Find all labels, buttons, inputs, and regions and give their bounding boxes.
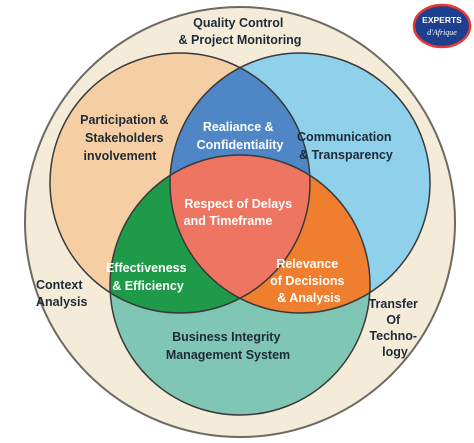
svg-text:Transfer Of Techno-: Transfer Of Techno- logy [369,297,422,359]
svg-text:Participation & Stakeholde: Participation & Stakeholders involvement [80,113,172,163]
transfer-technology-label-1: Transfer [369,297,418,311]
svg-text:Business Integrity Managem: Business Integrity Management System [166,330,290,362]
svg-text:Realiance & Confidentialit: Realiance & Confidentiality [197,120,284,152]
svg-text:Effectiveness & Efficiency: Effectiveness & Efficiency [106,261,190,293]
relevance-label-1: Relevance [276,257,338,271]
transfer-technology-label-4: logy [382,345,408,359]
context-analysis-label-2: Analysis [36,295,87,309]
logo-text-top: EXPERTS [422,15,462,25]
svg-text:Respect of Delays and Time: Respect of Delays and Timeframe [184,197,296,228]
context-analysis-label-1: Context [36,278,83,292]
relevance-label-2: of Decisions [270,274,344,288]
transfer-technology-label-3: Techno- [369,329,417,343]
quality-control-label-2: & Project Monitoring [179,33,302,47]
participation-label-2: Stakeholders [85,131,164,145]
business-integrity-label-1: Business Integrity [172,330,280,344]
svg-text:Context Analysis: Context Analysis [36,278,87,309]
effectiveness-label-1: Effectiveness [106,261,187,275]
effectiveness-label-2: & Efficiency [112,279,184,293]
quality-control-label-1: Quality Control [193,16,283,30]
svg-text:Relevance of Decisions: Relevance of Decisions & Analysis [270,257,348,305]
realiance-label-2: Confidentiality [197,138,284,152]
svg-text:Communication & Transparen: Communication & Transparency [297,130,395,162]
logo-text-bottom: d'Afrique [427,28,457,37]
communication-label-2: & Transparency [299,148,393,162]
transfer-technology-label-2: Of [386,313,401,327]
participation-label-1: Participation & [80,113,168,127]
center-label-2: and Timeframe [184,214,273,228]
realiance-label-1: Realiance & [203,120,274,134]
experts-dafrique-logo: EXPERTS d'Afrique [412,3,472,49]
relevance-label-3: & Analysis [277,291,341,305]
center-label-1: Respect of Delays [184,197,292,211]
participation-label-3: involvement [84,149,158,163]
communication-label-1: Communication [297,130,391,144]
business-integrity-label-2: Management System [166,348,290,362]
svg-text:Quality Control & Project: Quality Control & Project Monitoring [179,16,302,47]
